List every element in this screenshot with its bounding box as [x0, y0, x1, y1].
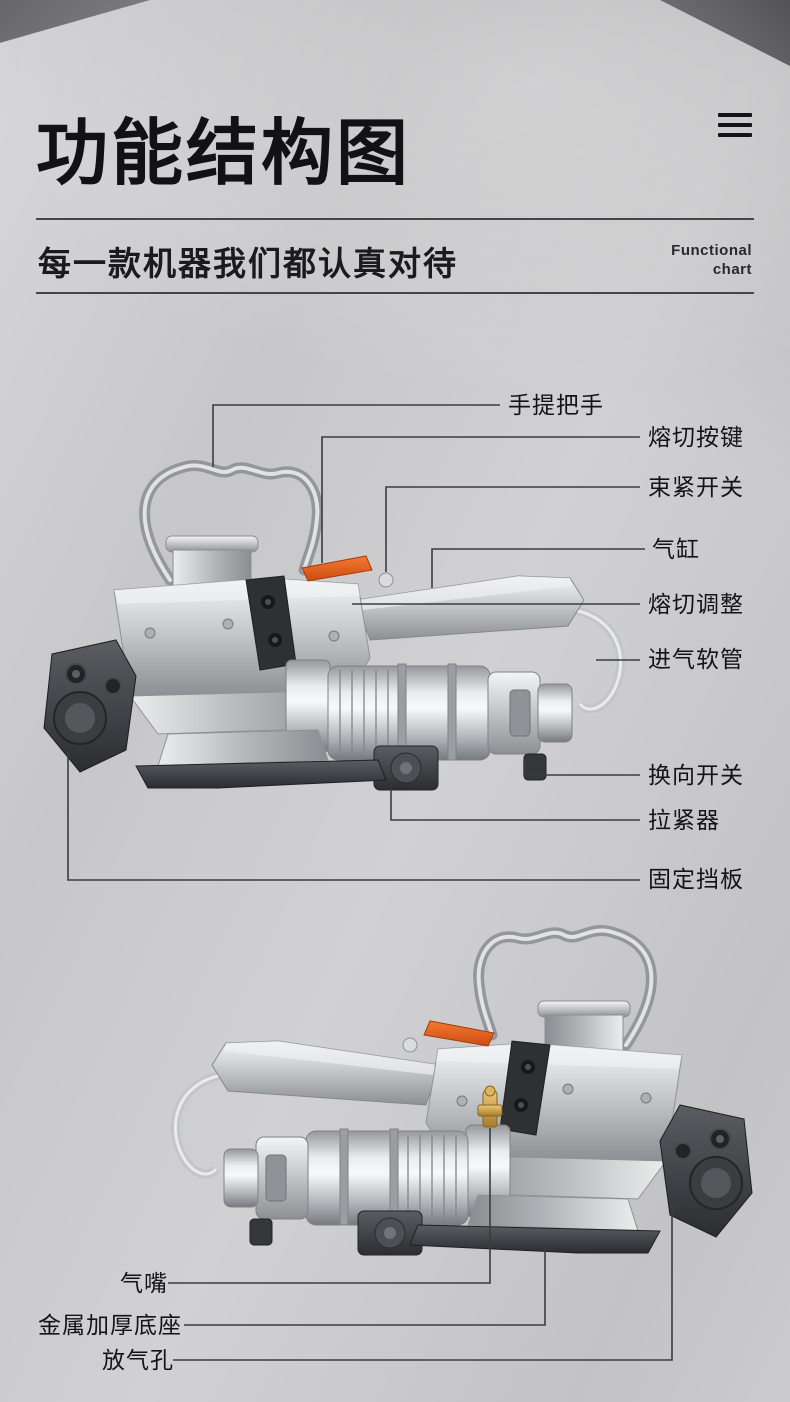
callout-label-metal-base: 金属加厚底座 — [38, 1312, 182, 1338]
air-nozzle-detail — [477, 1085, 503, 1128]
callout-label-fixed-baffle: 固定挡板 — [648, 866, 744, 892]
callout-label-reverse-switch: 换向开关 — [648, 762, 744, 788]
background-fold-top-right — [660, 0, 790, 66]
callout-label-tensioner: 拉紧器 — [648, 807, 720, 833]
header-divider-top — [36, 218, 754, 220]
callout-label-air-release-hole: 放气孔 — [102, 1347, 174, 1373]
hamburger-bar — [718, 123, 752, 127]
page-subtitle: 每一款机器我们都认真对待 — [38, 245, 458, 282]
callout-label-fusion-button: 熔切按键 — [648, 424, 744, 450]
callout-label-carry-handle: 手提把手 — [508, 392, 604, 418]
callout-label-air-nozzle: 气嘴 — [120, 1270, 168, 1296]
callout-label-intake-hose: 进气软管 — [648, 646, 744, 672]
hamburger-bar — [718, 113, 752, 117]
header-divider-bottom — [36, 292, 754, 294]
callout-label-air-cylinder: 气缸 — [652, 536, 700, 562]
background-fold-top-left — [0, 0, 150, 43]
strapping-tool-image-top — [18, 428, 638, 848]
subtitle-english-line2: chart — [712, 261, 752, 278]
strapping-tool-image-bottom — [158, 893, 778, 1313]
subtitle-english-line1: Functional — [671, 242, 752, 259]
callout-label-fusion-adjust: 熔切调整 — [648, 591, 744, 617]
subtitle-english: Functional chart — [671, 241, 752, 279]
hamburger-icon — [718, 113, 752, 143]
callout-label-tighten-switch: 束紧开关 — [648, 474, 744, 500]
hamburger-bar — [718, 133, 752, 137]
page-title: 功能结构图 — [36, 114, 412, 194]
